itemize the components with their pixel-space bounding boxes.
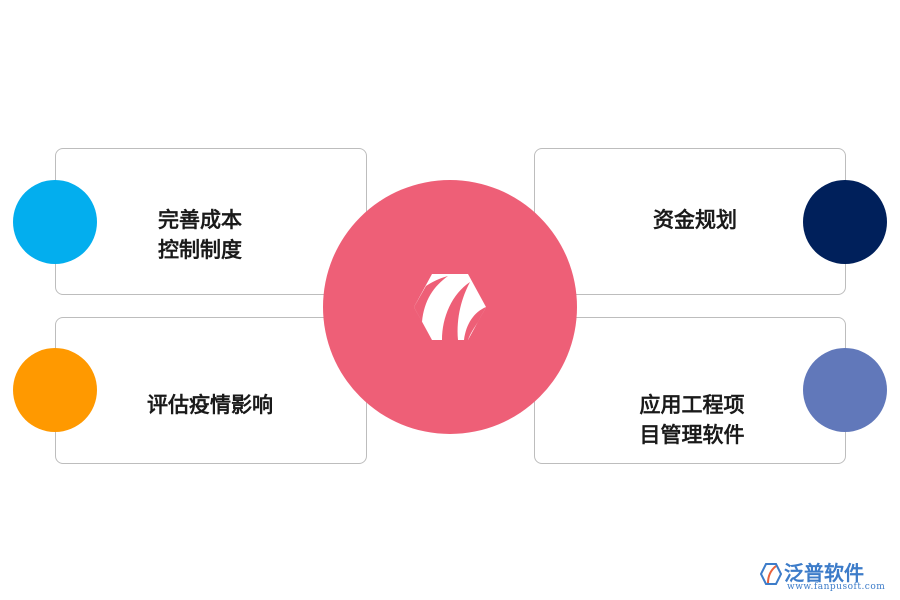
- card-top-right-text: 资金规划: [615, 205, 775, 235]
- brand-watermark: 泛普软件 www.fanpusoft.com: [760, 555, 890, 595]
- card-bottom-left-text: 评估疫情影响: [120, 390, 300, 420]
- card-bottom-right-line2: 目管理软件: [639, 423, 745, 447]
- card-top-left-line1: 完善成本: [158, 208, 242, 232]
- card-top-right-line1: 资金规划: [653, 208, 737, 232]
- brand-name: 泛普软件: [784, 561, 864, 585]
- card-bottom-right: [534, 317, 846, 464]
- card-top-right: [534, 148, 846, 295]
- leaf-hexagon-icon: [414, 274, 486, 340]
- dot-bottom-right: [803, 348, 887, 432]
- card-bottom-left-line1: 评估疫情影响: [147, 393, 273, 417]
- card-top-left: [55, 148, 367, 295]
- brand-logo-icon: [760, 563, 782, 585]
- center-circle: [323, 180, 577, 434]
- dot-bottom-left: [13, 348, 97, 432]
- card-top-left-text: 完善成本 控制制度: [120, 205, 280, 265]
- card-bottom-left: [55, 317, 367, 464]
- brand-url: www.fanpusoft.com: [787, 582, 886, 592]
- card-bottom-right-text: 应用工程项 目管理软件: [612, 390, 772, 450]
- dot-top-left: [13, 180, 97, 264]
- dot-top-right: [803, 180, 887, 264]
- card-top-left-line2: 控制制度: [158, 238, 242, 262]
- card-bottom-right-line1: 应用工程项: [639, 393, 745, 417]
